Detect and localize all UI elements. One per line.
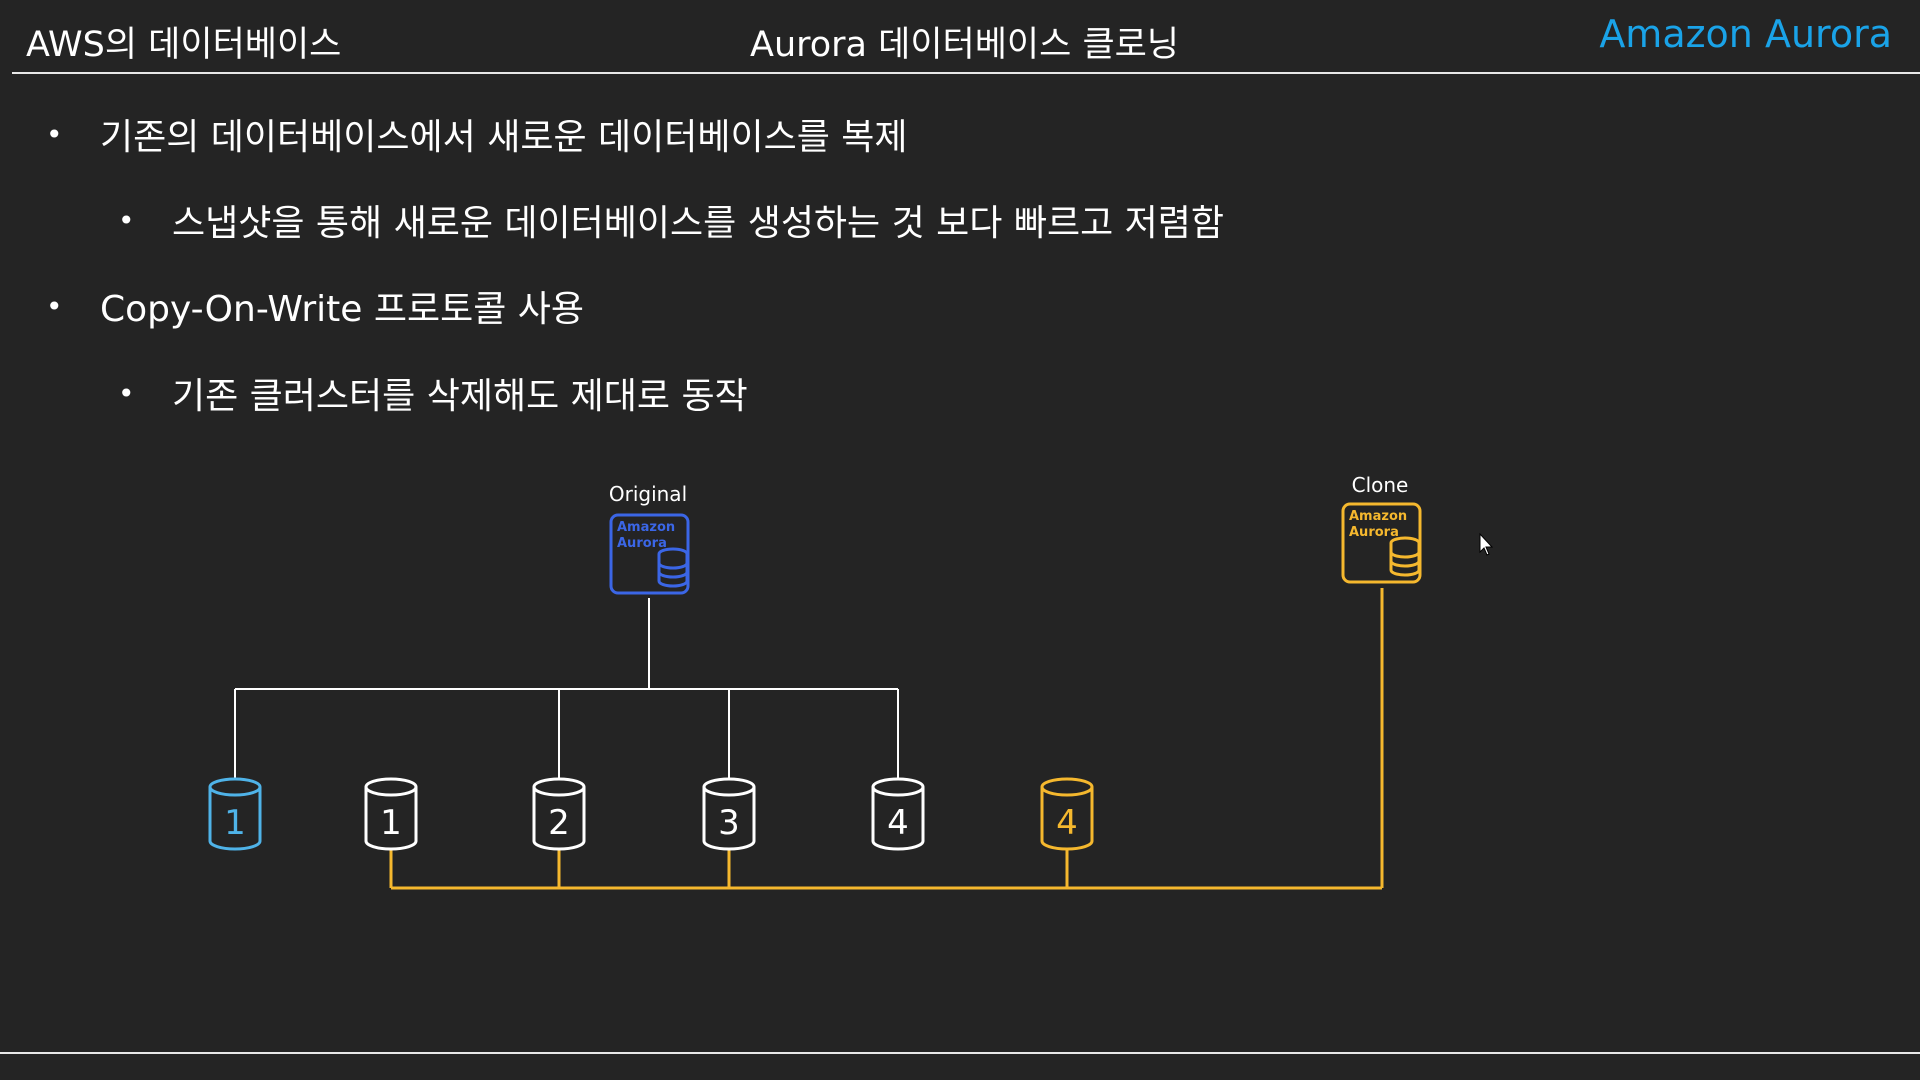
cursor-icon <box>1479 532 1494 556</box>
clone-aurora-icon: Amazon Aurora <box>1341 502 1422 584</box>
disk-label: 1 <box>224 803 246 843</box>
bullet-text: Copy-On-Write 프로토콜 사용 <box>100 289 585 330</box>
clone-label: Clone <box>1352 473 1409 497</box>
brand-title: Amazon Aurora <box>1599 12 1892 56</box>
section-title: AWS의 데이터베이스 <box>26 25 342 65</box>
storage-disks: 1 1 2 3 4 4 <box>208 777 1094 851</box>
disk-shared: 1 <box>364 777 418 851</box>
disk-shared: 3 <box>702 777 756 851</box>
bullet-text: 기존의 데이터베이스에서 새로운 데이터베이스를 복제 <box>100 117 908 158</box>
bullet-item: • 기존의 데이터베이스에서 새로운 데이터베이스를 복제 <box>46 108 908 160</box>
bullet-dot: • <box>46 117 63 151</box>
icon-text: Amazon <box>1349 509 1407 524</box>
bullet-text: 기존 클러스터를 삭제해도 제대로 동작 <box>172 376 748 417</box>
original-aurora-icon: Amazon Aurora <box>609 513 690 595</box>
clone-connectors <box>389 588 1384 890</box>
disk-label: 3 <box>718 803 740 843</box>
bullet-text: 스냅샷을 통해 새로운 데이터베이스를 생성하는 것 보다 빠르고 저렴함 <box>172 203 1225 244</box>
icon-text: Aurora <box>1349 525 1399 540</box>
icon-text: Amazon <box>617 520 675 535</box>
disk-label: 4 <box>1056 803 1078 843</box>
bullet-dot: • <box>46 289 63 323</box>
original-connectors <box>234 598 899 781</box>
header-divider <box>12 72 1920 74</box>
bullet-dot: • <box>118 203 135 237</box>
disk-shared: 2 <box>532 777 586 851</box>
bullet-item: • Copy-On-Write 프로토콜 사용 <box>46 280 584 332</box>
disk-label: 2 <box>548 803 570 843</box>
disk-label: 4 <box>887 803 909 843</box>
disk-original-old: 1 <box>208 777 262 851</box>
disk-label: 1 <box>380 803 402 843</box>
sub-bullet-item: • 기존 클러스터를 삭제해도 제대로 동작 <box>118 367 748 419</box>
bullet-dot: • <box>118 376 135 410</box>
disk-shared: 4 <box>871 777 925 851</box>
sub-bullet-item: • 스냅샷을 통해 새로운 데이터베이스를 생성하는 것 보다 빠르고 저렴함 <box>118 194 1224 246</box>
footer-divider <box>0 1052 1920 1054</box>
slide-title: Aurora 데이터베이스 클로닝 <box>750 25 1180 65</box>
original-label: Original <box>609 482 687 506</box>
icon-text: Aurora <box>617 536 667 551</box>
disk-clone-new: 4 <box>1040 777 1094 851</box>
